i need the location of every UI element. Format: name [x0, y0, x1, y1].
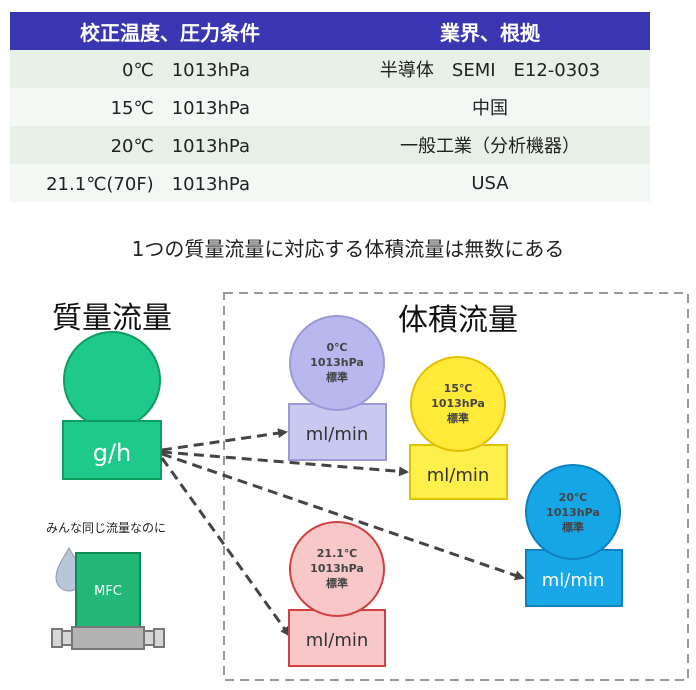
table-cell: 半導体 SEMI E12-0303 [330, 50, 650, 88]
table-cell: 0℃ 1013hPa [10, 50, 330, 88]
arrow-to-0c [161, 428, 288, 452]
pressure-label: 1013hPa [310, 562, 364, 575]
table-header-row: 校正温度、圧力条件 業界、根拠 [10, 12, 650, 50]
standard-label: 標準 [447, 411, 469, 425]
temp-label: 21.1℃ [317, 547, 357, 560]
arrow-to-15c [161, 450, 409, 477]
standard-label: 標準 [326, 370, 348, 384]
table-row: 15℃ 1013hPa 中国 [10, 88, 650, 126]
standard-label: 標準 [326, 576, 348, 590]
mfc-connector-right [153, 628, 165, 648]
unit-label: ml/min [542, 570, 605, 591]
unit-label: ml/min [306, 424, 369, 445]
mfc-caption: みんな同じ流量なのに [46, 521, 166, 535]
volume-unit-15c: 15℃ 1013hPa 標準 ml/min [409, 356, 508, 500]
temp-label: 20℃ [559, 491, 588, 504]
arrow-to-21c [160, 457, 291, 637]
mfc-connector-left [51, 628, 63, 648]
temp-label: 15℃ [444, 382, 473, 395]
mfc-device: MFC [51, 547, 165, 650]
mfc-body [75, 552, 141, 628]
table-cell: 20℃ 1013hPa [10, 126, 330, 164]
table-row: 0℃ 1013hPa 半導体 SEMI E12-0303 [10, 50, 650, 88]
calibration-table: 校正温度、圧力条件 業界、根拠 0℃ 1013hPa 半導体 SEMI E12-… [10, 12, 650, 202]
unit-label: ml/min [427, 465, 490, 486]
note-text: 1つの質量流量に対応する体積流量は無数にある [131, 237, 565, 261]
pressure-label: 1013hPa [431, 397, 485, 410]
volume-title: 体積流量 [398, 303, 518, 338]
table-row: 20℃ 1013hPa 一般工業（分析機器） [10, 126, 650, 164]
table-cell: 一般工業（分析機器） [330, 126, 650, 164]
mass-unit: g/h [93, 439, 132, 467]
standard-label: 標準 [562, 520, 584, 534]
volume-unit-21c: 21.1℃ 1013hPa 標準 ml/min [288, 521, 386, 667]
table-cell: 15℃ 1013hPa [10, 88, 330, 126]
table-cell: 中国 [330, 88, 650, 126]
table-cell: USA [330, 164, 650, 202]
volume-unit-0c: 0℃ 1013hPa 標準 ml/min [288, 315, 387, 461]
pressure-label: 1013hPa [546, 506, 600, 519]
volume-unit-20c: 20℃ 1013hPa 標準 ml/min [525, 464, 623, 607]
table-header-conditions: 校正温度、圧力条件 [10, 12, 330, 50]
table-row: 21.1℃(70F) 1013hPa USA [10, 164, 650, 202]
mass-title: 質量流量 [52, 301, 172, 336]
mass-circle [63, 331, 161, 429]
mfc-base [71, 626, 145, 650]
temp-label: 0℃ [327, 341, 348, 354]
table-header-industry: 業界、根拠 [330, 12, 650, 50]
mfc-label: MFC [94, 584, 122, 599]
table-cell: 21.1℃(70F) 1013hPa [10, 164, 330, 202]
volume-frame [223, 292, 689, 681]
pressure-label: 1013hPa [310, 356, 364, 369]
mass-box [62, 420, 162, 480]
unit-label: ml/min [306, 630, 369, 651]
